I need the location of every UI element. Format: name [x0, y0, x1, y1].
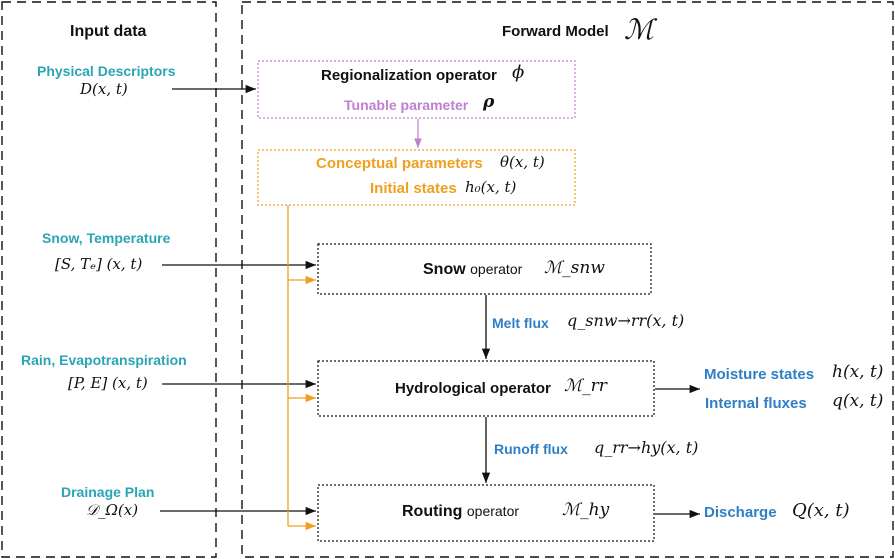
- internal-fluxes-label: Internal fluxes: [705, 395, 807, 412]
- discharge-math: Q(x, t): [792, 500, 850, 521]
- hydro-operator-math: ℳ_rr: [564, 376, 607, 396]
- snow-temperature-label: Snow, Temperature: [42, 230, 171, 246]
- snow-operator-math: ℳ_snw: [544, 258, 605, 278]
- hydro-operator-label-bold: Hydrological: [395, 380, 486, 397]
- initial-states-label: Initial states: [370, 180, 457, 197]
- conceptual-parameters-math: θ(x, t): [500, 153, 545, 171]
- routing-operator-label-rest: operator: [466, 503, 520, 519]
- model-panel-frame: [241, 1, 894, 558]
- routing-operator-label: Routing operator: [402, 504, 519, 520]
- drainage-plan-label: Drainage Plan: [61, 484, 155, 500]
- rain-evapotranspiration-label: Rain, Evapotranspiration: [21, 352, 187, 368]
- input-panel-title: Input data: [70, 23, 147, 40]
- rain-evapotranspiration-math: [P, E] (x, t): [68, 374, 148, 392]
- moisture-states-label: Moisture states: [704, 366, 815, 383]
- conceptual-parameters-label: Conceptual parameters: [316, 155, 483, 172]
- hydro-operator-label: Hydrological operator: [395, 381, 551, 396]
- moisture-states-math: h(x, t): [832, 362, 884, 382]
- melt-flux-math: q_snw→rr(x, t): [567, 311, 685, 330]
- conceptual-box: [257, 149, 576, 206]
- tunable-parameter-symbol: ρ: [483, 92, 495, 112]
- discharge-label: Discharge: [704, 504, 777, 521]
- snow-operator-label-bold: Snow: [423, 261, 466, 278]
- routing-operator-math: ℳ_hy: [562, 500, 610, 520]
- model-symbol: ℳ: [624, 13, 654, 46]
- routing-operator-box: [317, 484, 655, 542]
- hydro-operator-label-rest: operator: [490, 380, 551, 397]
- tunable-parameter-label: Tunable parameter: [344, 97, 469, 113]
- physical-descriptors-math: D(x, t): [80, 80, 128, 98]
- routing-operator-label-bold: Routing: [402, 503, 463, 520]
- snow-operator-label: Snow operator: [423, 262, 522, 278]
- regionalization-box: [257, 60, 576, 119]
- melt-flux-label: Melt flux: [492, 315, 549, 331]
- snow-operator-label-rest: operator: [470, 261, 523, 277]
- model-panel-title: Forward Model: [502, 23, 609, 40]
- runoff-flux-math: q_rr→hy(x, t): [594, 438, 699, 457]
- snow-temperature-math: [S, Tₑ] (x, t): [55, 255, 143, 273]
- physical-descriptors-label: Physical Descriptors: [37, 63, 176, 79]
- internal-fluxes-math: q(x, t): [832, 391, 884, 411]
- initial-states-math: h₀(x, t): [465, 178, 517, 196]
- runoff-flux-label: Runoff flux: [494, 441, 568, 457]
- regionalization-label: Regionalization operator: [321, 67, 497, 84]
- drainage-plan-math: 𝒟_Ω(x): [86, 501, 139, 519]
- hydro-operator-box: [317, 360, 655, 417]
- regionalization-symbol: ϕ: [512, 62, 525, 83]
- snow-operator-box: [317, 243, 652, 295]
- input-panel-frame: [1, 1, 217, 558]
